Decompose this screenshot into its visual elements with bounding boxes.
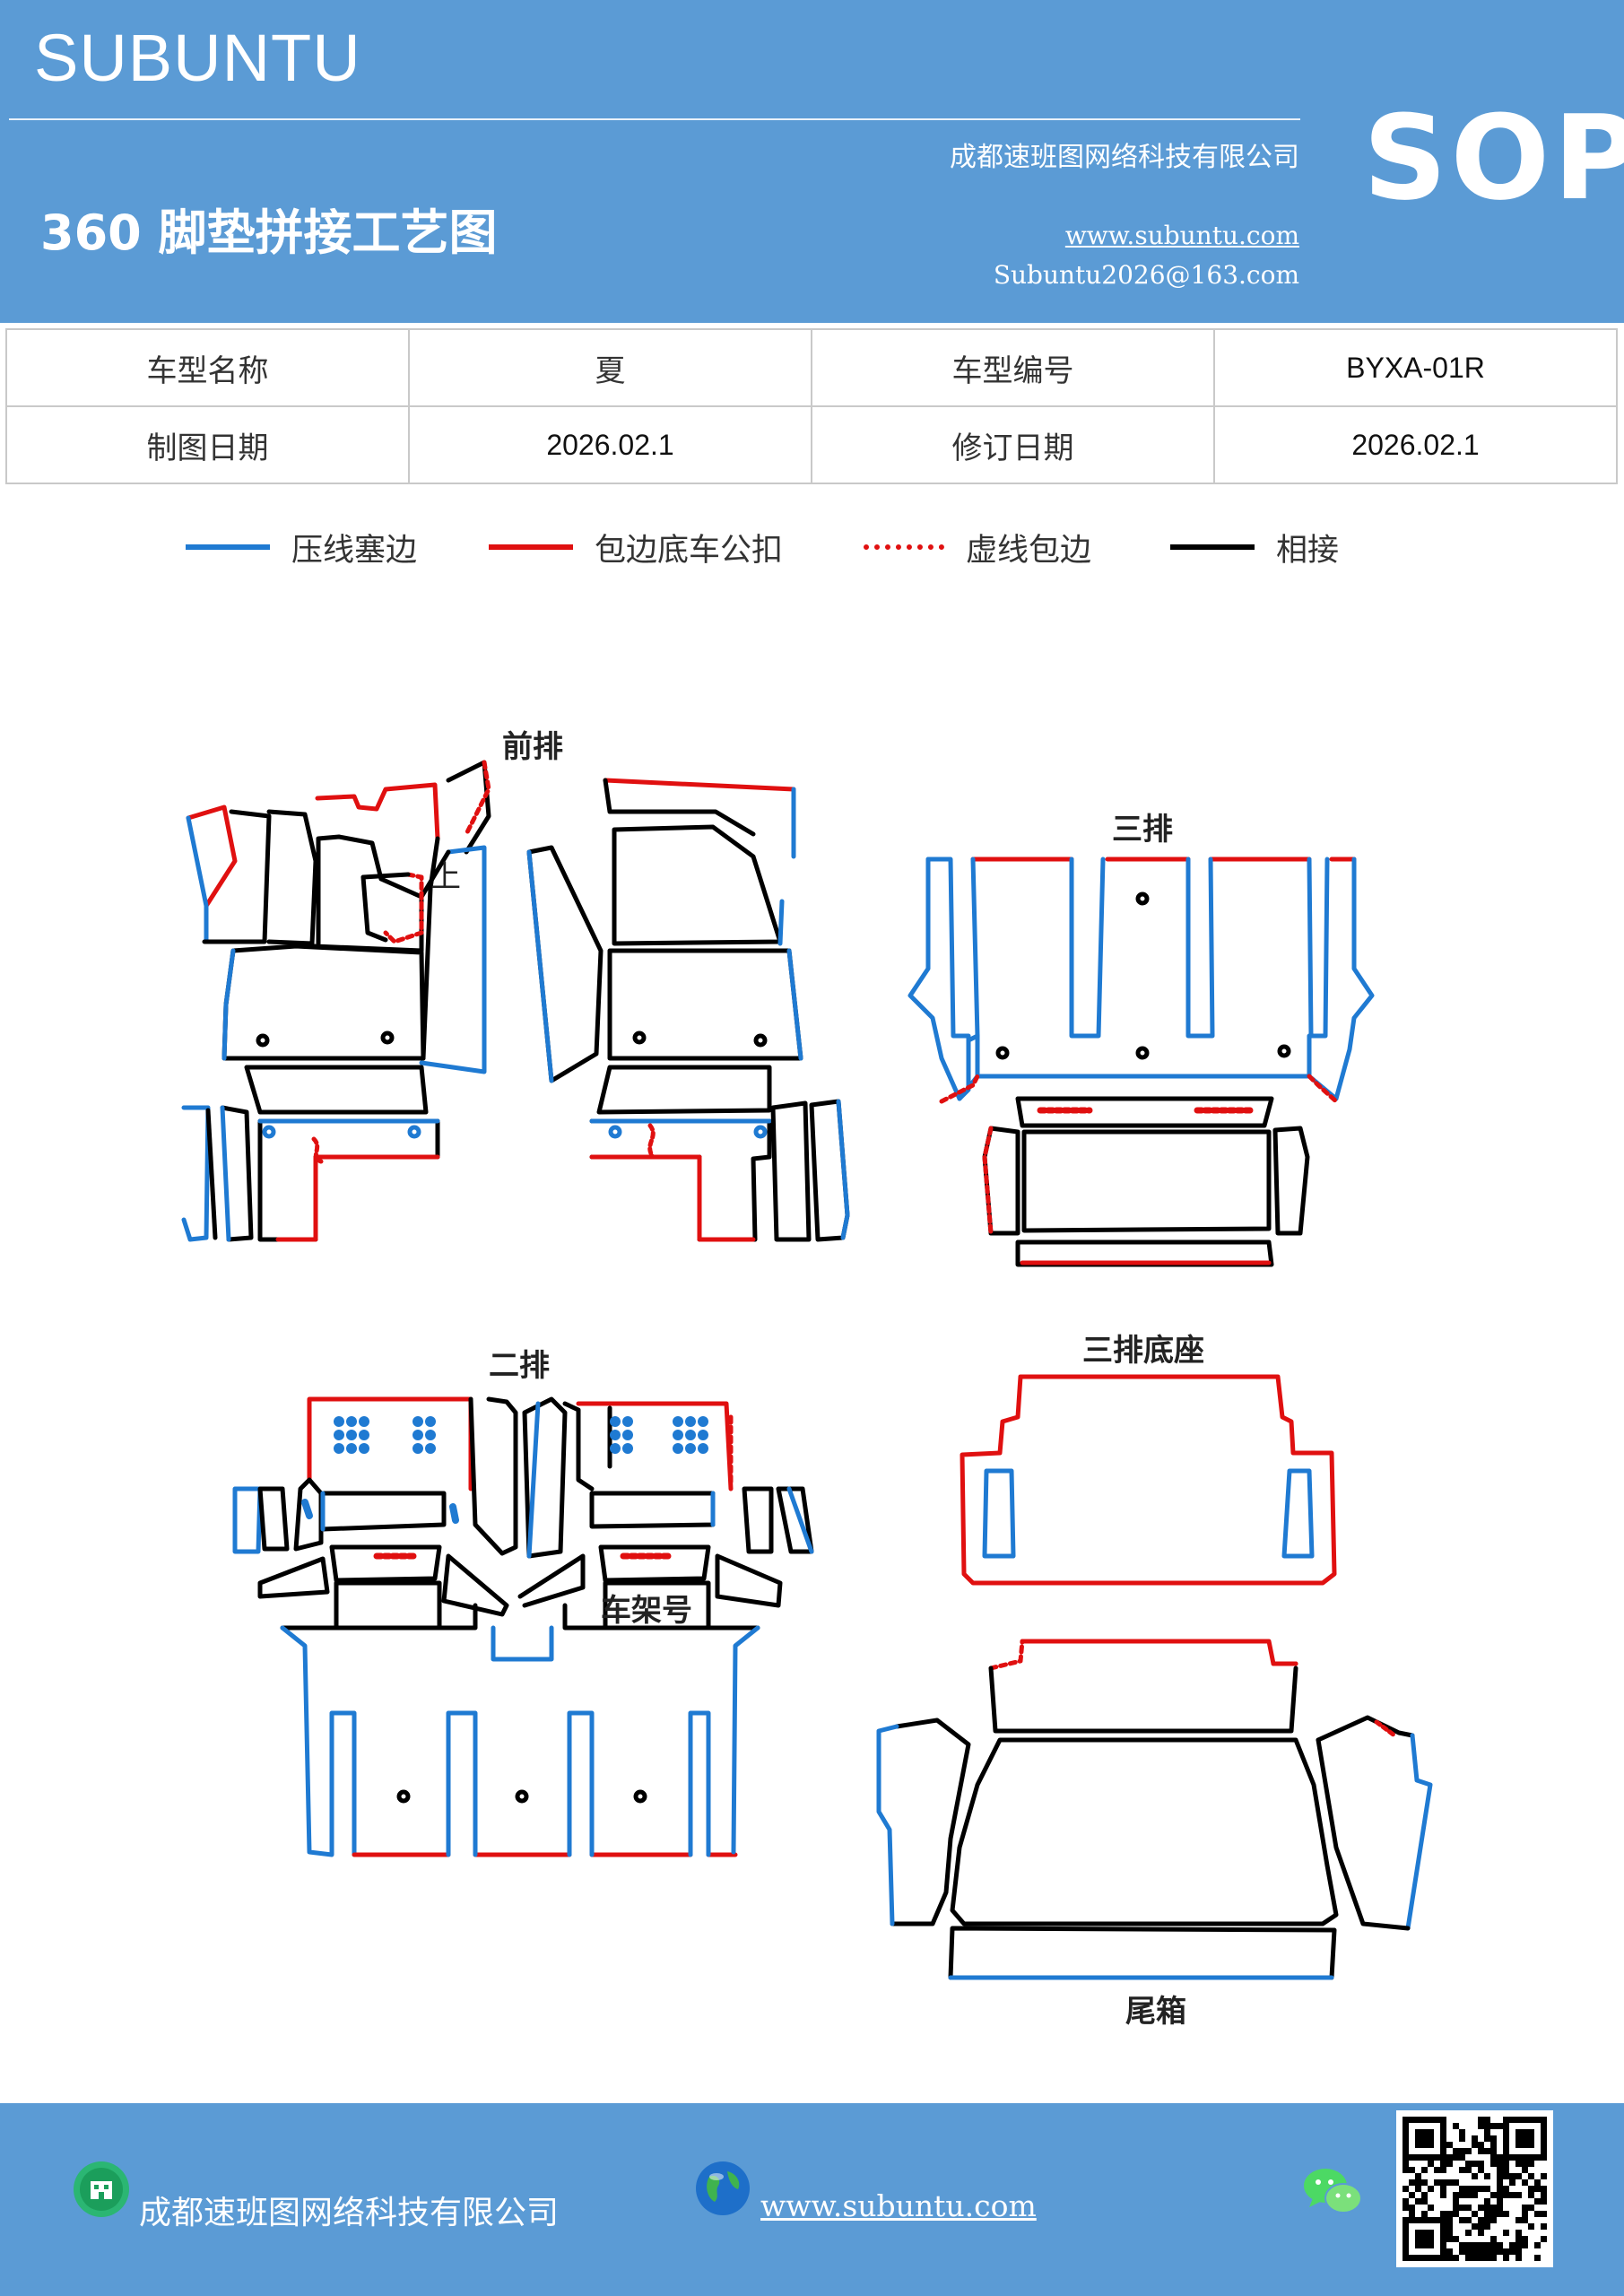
label-model-name: 车型名称 — [5, 328, 410, 407]
second-row-mat — [232, 1396, 814, 1857]
table-row: 制图日期 2026.02.1 修订日期 2026.02.1 — [5, 405, 1618, 484]
third-row-mat — [908, 857, 1375, 1267]
label-front-up: 上 — [430, 859, 461, 895]
legend-swatch-blue — [186, 544, 270, 550]
label-frame-number: 车架号 — [601, 1593, 692, 1629]
third-row-base-mat — [960, 1374, 1337, 1586]
website-link-header[interactable]: www.subuntu.com — [1064, 221, 1299, 250]
legend-item-joint: 相接 — [1170, 529, 1339, 569]
legend-label: 相接 — [1276, 532, 1340, 569]
page-footer: 成都速班图网络科技有限公司 www.subuntu.com — [0, 2103, 1624, 2296]
label-third-row-base: 三排底座 — [1082, 1333, 1204, 1369]
wechat-icon — [1302, 2166, 1363, 2222]
email-header: Subuntu2026@163.com — [993, 260, 1299, 290]
value-revise-date: 2026.02.1 — [1213, 405, 1618, 484]
trunk-mat — [876, 1639, 1433, 1980]
legend-swatch-red-dotted — [864, 544, 944, 550]
legend-label: 压线塞边 — [291, 532, 418, 569]
value-model-code: BYXA-01R — [1213, 328, 1618, 407]
building-icon — [72, 2160, 131, 2222]
legend-item-press-line: 压线塞边 — [186, 529, 417, 569]
company-name-footer: 成都速班图网络科技有限公司 — [139, 2195, 560, 2231]
label-draw-date: 制图日期 — [5, 405, 410, 484]
label-front-row: 前排 — [502, 729, 563, 765]
globe-icon — [693, 2159, 752, 2222]
brand-name: SUBUNTU — [34, 21, 361, 95]
legend-swatch-red — [489, 544, 573, 550]
front-right-mat — [526, 778, 850, 1242]
label-second-row: 二排 — [489, 1348, 550, 1384]
legend-label: 虚线包边 — [966, 532, 1092, 569]
label-model-code: 车型编号 — [811, 328, 1215, 407]
sop-badge: SOP — [1363, 90, 1624, 226]
front-left-mat — [181, 760, 491, 1242]
table-row: 车型名称 夏 车型编号 BYXA-01R — [5, 328, 1618, 407]
label-trunk: 尾箱 — [1125, 1994, 1186, 2030]
website-link-footer[interactable]: www.subuntu.com — [760, 2188, 1037, 2223]
label-revise-date: 修订日期 — [811, 405, 1215, 484]
label-third-row: 三排 — [1112, 812, 1173, 848]
legend-item-dotted-edge: 虚线包边 — [864, 529, 1091, 569]
document-title: 360 脚垫拼接工艺图 — [40, 204, 498, 261]
vehicle-info-table: 车型名称 夏 车型编号 BYXA-01R 制图日期 2026.02.1 修订日期… — [5, 328, 1618, 484]
qr-code[interactable] — [1396, 2110, 1553, 2271]
header-divider — [9, 118, 1300, 120]
value-draw-date: 2026.02.1 — [408, 405, 812, 484]
legend-swatch-black — [1170, 544, 1255, 550]
company-name-header: 成都速班图网络科技有限公司 — [950, 142, 1299, 173]
legend-label: 包边底车公扣 — [595, 532, 784, 569]
seat-hole-pattern — [334, 1416, 708, 1454]
page-header: SUBUNTU 成都速班图网络科技有限公司 360 脚垫拼接工艺图 www.su… — [0, 0, 1624, 323]
value-model-name: 夏 — [408, 328, 812, 407]
legend-item-edge: 包边底车公扣 — [489, 529, 783, 569]
floor-mat-diagram: 前排 上 三排 二排 车架号 三排底座 尾箱 — [0, 682, 1624, 2045]
